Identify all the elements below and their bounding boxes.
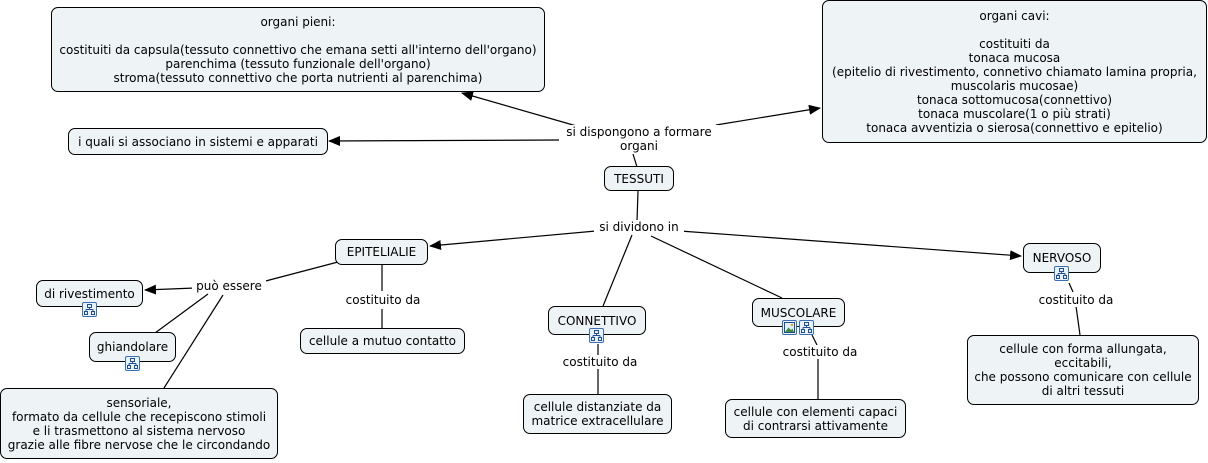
link-epi-puo xyxy=(257,261,339,284)
concept-mutuo-contatto[interactable]: cellule a mutuo contatto xyxy=(300,328,465,354)
phrase-costituito-da-conn[interactable]: costituito da xyxy=(557,355,643,369)
link-dispongono-sistemi xyxy=(328,135,561,146)
image-icon[interactable] xyxy=(782,320,797,335)
phrase-si-dispongono[interactable]: si dispongono a formare organi xyxy=(559,125,719,153)
phrase-costituito-da-musc[interactable]: costituito da xyxy=(777,345,863,359)
link-dividono-muscolare xyxy=(650,235,783,299)
phrase-si-dividono[interactable]: si dividono in xyxy=(594,220,684,234)
link-tessuti-dividono xyxy=(636,190,639,222)
submap-icon[interactable] xyxy=(589,328,604,343)
submap-icon[interactable] xyxy=(799,320,814,335)
link-musc-costituito xyxy=(811,334,818,346)
link-dispongono-cavi xyxy=(715,104,821,126)
submap-icon[interactable] xyxy=(1054,266,1069,281)
concept-organi-pieni[interactable]: organi pieni: costituiti da capsula(tess… xyxy=(51,7,545,92)
link-costituito-allungata xyxy=(1075,305,1081,336)
link-dispongono-pieni xyxy=(461,91,581,128)
concept-nervoso[interactable]: NERVOSO xyxy=(1023,243,1101,273)
concept-elementi-capaci[interactable]: cellule con elementi capaci di contrarsi… xyxy=(725,399,906,438)
link-puo-sensoriale xyxy=(163,294,224,389)
concept-muscolare[interactable]: MUSCOLARE xyxy=(752,298,845,327)
link-puo-ghiandolare xyxy=(154,293,209,334)
link-dividono-connettivo xyxy=(602,234,633,307)
link-nerv-costituito xyxy=(1068,282,1074,293)
link-dividono-nervoso xyxy=(679,230,1022,261)
concept-tessuti[interactable]: TESSUTI xyxy=(604,166,674,191)
submap-icon[interactable] xyxy=(125,356,140,371)
concept-organi-cavi[interactable]: organi cavi: costituiti da tonaca mucosa… xyxy=(822,0,1207,143)
link-dividono-epiteliale xyxy=(429,230,597,250)
concept-sistemi-apparati[interactable]: i quali si associano in sistemi e appara… xyxy=(68,128,328,155)
concept-epitelialie[interactable]: EPITELIALIE xyxy=(335,239,428,265)
phrase-costituito-da-epi[interactable]: costituito da xyxy=(340,293,426,307)
submap-icon[interactable] xyxy=(82,302,97,317)
concept-distanziate[interactable]: cellule distanziate da matrice extracell… xyxy=(523,394,672,434)
link-puo-rivestimento xyxy=(144,284,196,295)
phrase-puo-essere[interactable]: può essere xyxy=(192,279,266,293)
concept-ghiandolare[interactable]: ghiandolare xyxy=(89,332,176,362)
concept-forma-allungata[interactable]: cellule con forma allungata, eccitabili,… xyxy=(967,335,1199,405)
concept-sensoriale[interactable]: sensoriale, formato da cellule che recep… xyxy=(0,388,278,459)
phrase-costituito-da-nerv[interactable]: costituito da xyxy=(1033,293,1119,307)
concept-connettivo[interactable]: CONNETTIVO xyxy=(548,306,646,335)
link-tessuti-dispongono xyxy=(632,153,638,168)
